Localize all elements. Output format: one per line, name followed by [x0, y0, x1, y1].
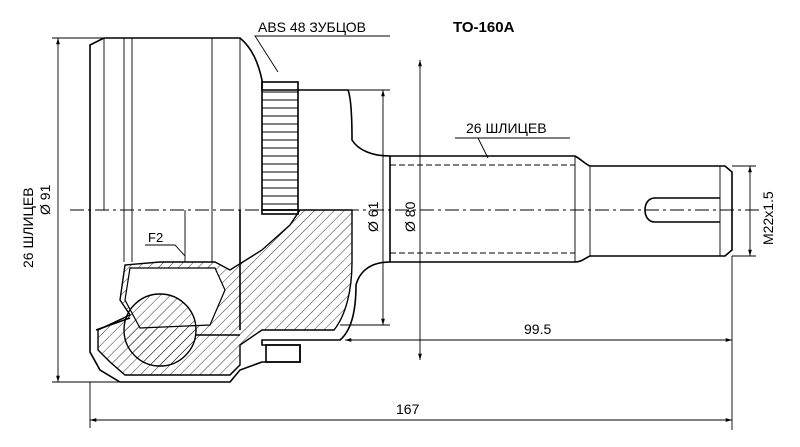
section-view [89, 209, 391, 383]
abs-leader [254, 35, 390, 73]
stub-shaft [389, 155, 733, 263]
abs-label: ABS 48 ЗУБЦОВ [258, 19, 366, 35]
outer-splines-label: 26 ШЛИЦЕВ [20, 187, 36, 268]
housing-dia-label: Ø 91 [37, 184, 53, 215]
part-number: TO-160A [453, 19, 515, 36]
outer-housing [89, 37, 391, 211]
shaft-dia-label: Ø 80 [402, 201, 418, 232]
thread-label: M22x1.5 [760, 191, 776, 245]
stub-length-label: 99.5 [524, 321, 551, 337]
total-length-label: 167 [396, 401, 420, 417]
f2-leader [145, 244, 186, 257]
abs-ring [261, 81, 299, 211]
f2-label: F2 [148, 230, 163, 245]
neck-dia-label: Ø 61 [365, 201, 381, 232]
inner-splines-label: 26 ШЛИЦЕВ [466, 120, 547, 136]
